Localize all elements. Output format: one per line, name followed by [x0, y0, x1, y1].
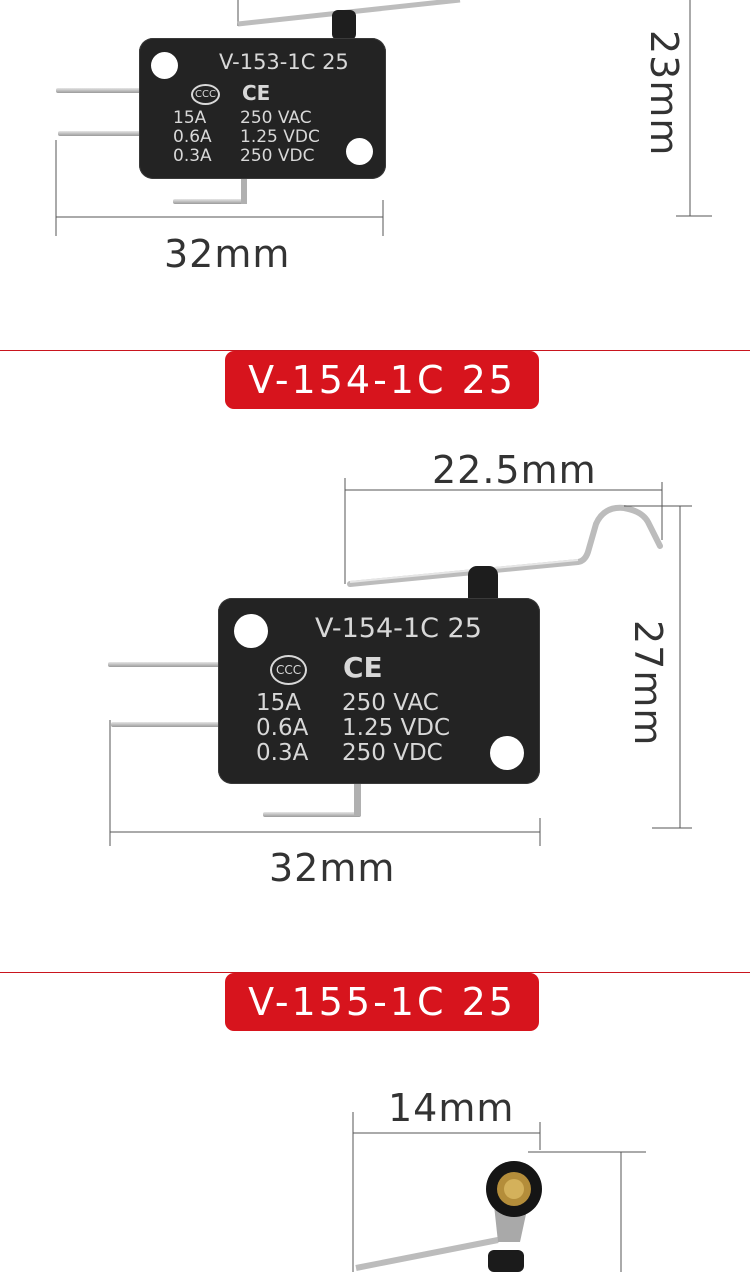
banner-v155: V-155-1C 25 [225, 973, 539, 1031]
v154-spec-current-3: 0.3A [256, 740, 309, 766]
v154-pin-middle [111, 722, 220, 727]
v154-ccc-mark: CCC [270, 655, 308, 685]
v154-mount-hole-right [490, 736, 524, 770]
v154-spec-voltage-1: 250 VAC [342, 690, 439, 716]
v153-ce-mark: CE [242, 81, 271, 105]
v154-spec-voltage-3: 250 VDC [342, 740, 443, 766]
v154-spec-current-2: 0.6A [256, 715, 309, 741]
v153-width-label: 32mm [164, 232, 291, 276]
banner-v154: V-154-1C 25 [225, 351, 539, 409]
v154-spec-voltage-2: 1.25 VDC [342, 715, 451, 741]
v154-spec-current-1: 15A [256, 690, 302, 716]
v153-pin-bottom-bend [241, 176, 247, 204]
v153-model-text: V-153-1C 25 [219, 50, 349, 74]
v153-spec-voltage-3: 250 VDC [240, 146, 315, 166]
v154-pin-bottom [263, 812, 361, 817]
v155-lever-label: 14mm [388, 1086, 515, 1130]
v153-spec-voltage-1: 250 VAC [240, 108, 312, 128]
v154-pin-top [108, 662, 220, 667]
v153-pin-middle [58, 131, 142, 136]
v153-mount-hole-right [346, 138, 373, 165]
v154-switch-body: V-154-1C 25 CCC CE 15A 250 VAC 0.6A 1.25… [218, 598, 540, 784]
divider-v154 [0, 350, 750, 351]
v153-spec-voltage-2: 1.25 VDC [240, 127, 320, 147]
v154-mount-hole-left [234, 614, 268, 648]
v153-spec-current-3: 0.3A [173, 146, 212, 166]
v154-model-text: V-154-1C 25 [315, 613, 482, 644]
v153-pin-bottom [173, 199, 247, 204]
v154-pin-bottom-bend [354, 782, 361, 816]
v154-ce-mark: CE [343, 651, 383, 684]
v153-pin-top [56, 88, 142, 93]
v154-lever-label: 22.5mm [432, 448, 597, 492]
v153-switch-body: V-153-1C 25 CCC CE 15A 250 VAC 0.6A 1.25… [139, 38, 386, 179]
v153-mount-hole-left [151, 52, 178, 79]
v153-spec-current-2: 0.6A [173, 127, 212, 147]
v153-spec-current-1: 15A [173, 108, 207, 128]
divider-v155 [0, 972, 750, 973]
v153-ccc-mark: CCC [191, 84, 220, 105]
v154-width-label: 32mm [269, 846, 396, 890]
